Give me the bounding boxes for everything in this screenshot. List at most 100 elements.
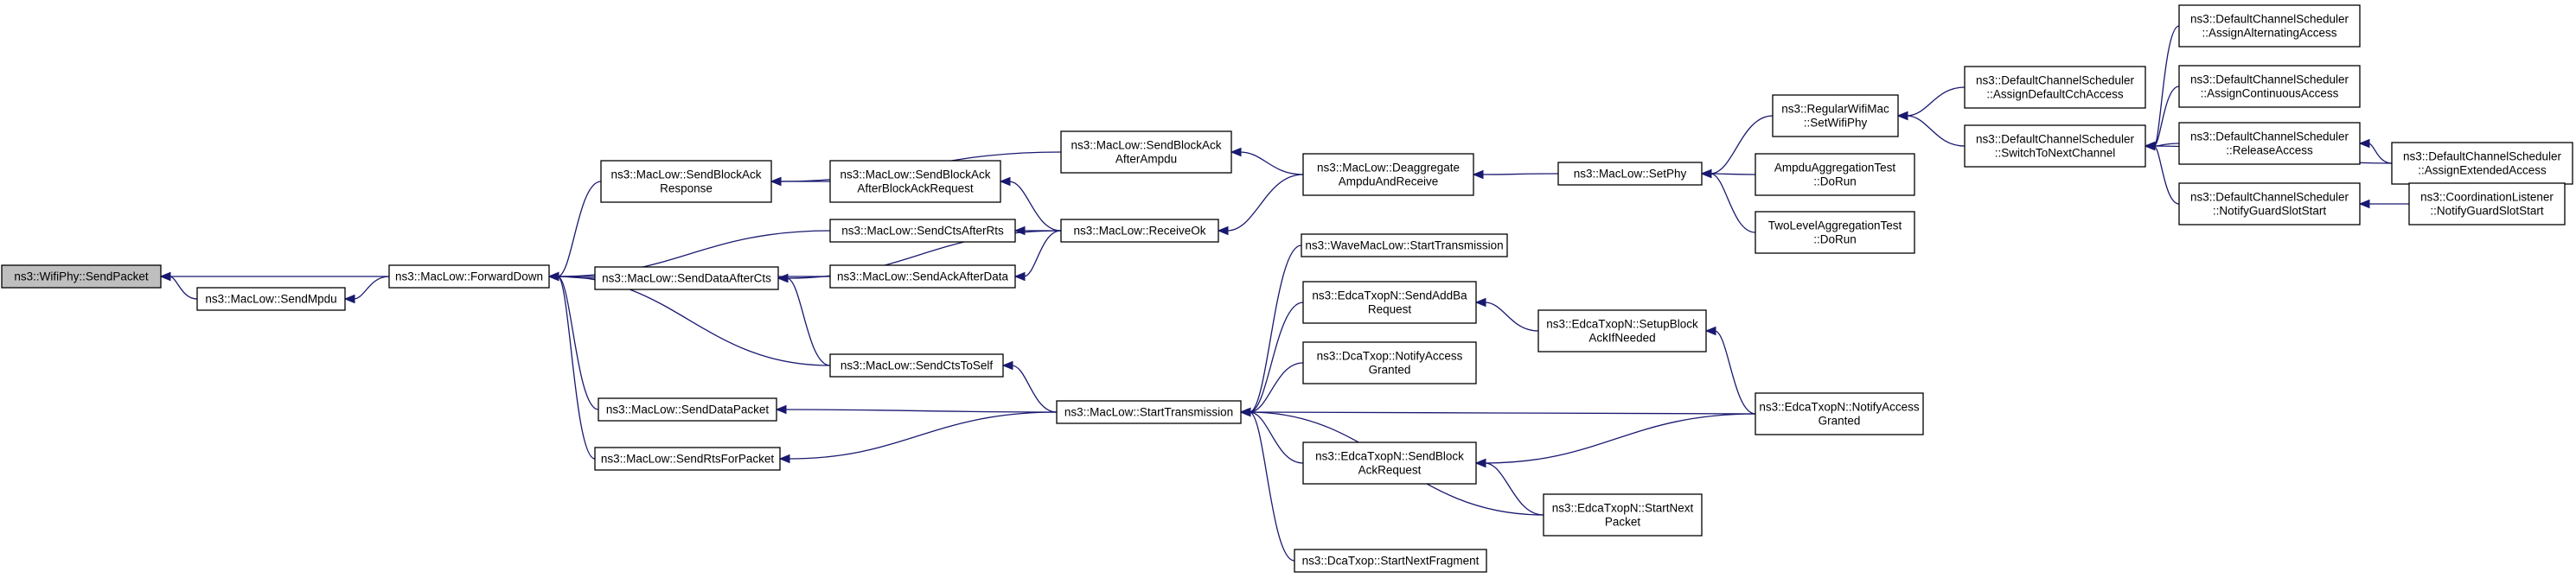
node-box	[598, 397, 777, 422]
node-box	[1302, 341, 1477, 384]
node-wavemaclow-starttransmission[interactable]: ns3::WaveMacLow::StartTransmission	[1301, 233, 1508, 257]
node-label: ns3::MacLow::SendBlockAck	[1071, 139, 1221, 152]
edge-ampduaggregationtest-dorun-to-maclow-setphy	[1710, 173, 1756, 175]
node-label: ns3::DefaultChannelScheduler	[2403, 150, 2562, 163]
node-box	[829, 160, 1001, 203]
node-coordinationlistener-notifyguardslotstart[interactable]: ns3::CoordinationListener::NotifyGuardSl…	[2408, 182, 2566, 225]
edge-dcs-assigncontinuousaccess-to-dcs-switchtonextchannel	[2153, 86, 2180, 147]
node-label: ns3::EdcaTxopN::NotifyAccess	[1759, 401, 1920, 414]
node-label: ns3::WifiPhy::SendPacket	[14, 270, 149, 283]
node-maclow-sendrtsforpacket[interactable]: ns3::MacLow::SendRtsForPacket	[594, 447, 781, 471]
node-label: AfterAmpdu	[1115, 153, 1177, 166]
edge-maclow-sendrtsforpacket-to-maclow-forwarddown	[557, 276, 596, 460]
arrowhead	[1896, 111, 1908, 121]
edge-maclow-starttransmission-to-maclow-senddatapacket	[784, 409, 1058, 413]
node-box	[1302, 441, 1477, 485]
node-box	[1537, 309, 1707, 353]
edge-edcatxopn-setupblockackifneeded-to-edcatxopn-sendaddbarequest	[1484, 302, 1539, 332]
edge-dcs-switchtonextchannel-to-regularwifimac-setwifiphy	[1906, 115, 1966, 147]
node-box	[1772, 94, 1899, 137]
node-label: ::DoRun	[1813, 233, 1857, 246]
node-box	[1964, 124, 2146, 168]
node-box	[594, 266, 779, 290]
node-dcs-assigndefaultcchaccess[interactable]: ns3::DefaultChannelScheduler::AssignDefa…	[1964, 66, 2146, 109]
node-label: ns3::WaveMacLow::StartTransmission	[1305, 239, 1503, 252]
node-maclow-senddatapacket[interactable]: ns3::MacLow::SendDataPacket	[598, 397, 777, 422]
node-label: ::SetWifiPhy	[1804, 117, 1868, 130]
node-dcs-assignalternatingaccess[interactable]: ns3::DefaultChannelScheduler::AssignAlte…	[2178, 4, 2361, 48]
node-dcs-assignextendedaccess[interactable]: ns3::DefaultChannelScheduler::AssignExte…	[2391, 142, 2573, 185]
node-regularwifimac-setwifiphy[interactable]: ns3::RegularWifiMac::SetWifiPhy	[1772, 94, 1899, 137]
node-label: ns3::MacLow::SendAckAfterData	[837, 270, 1009, 283]
node-twolevelaggregationtest-dorun[interactable]: TwoLevelAggregationTest::DoRun	[1755, 211, 1915, 254]
node-layer: ns3::WifiPhy::SendPacketns3::MacLow::Sen…	[1, 4, 2573, 573]
node-box	[1056, 400, 1242, 424]
node-maclow-starttransmission[interactable]: ns3::MacLow::StartTransmission	[1056, 400, 1242, 424]
arrowhead	[1230, 147, 1242, 157]
arrowhead	[1472, 169, 1484, 180]
node-label: Granted	[1369, 364, 1411, 377]
node-label: ns3::DefaultChannelScheduler	[2190, 130, 2349, 143]
node-maclow-sendctsafterrts[interactable]: ns3::MacLow::SendCtsAfterRts	[829, 219, 1016, 243]
node-maclow-forwarddown[interactable]: ns3::MacLow::ForwardDown	[388, 264, 550, 289]
node-label: Response	[660, 182, 713, 195]
node-box	[1755, 392, 1924, 435]
edge-maclow-senddatapacket-to-maclow-forwarddown	[557, 276, 599, 410]
node-label: ns3::MacLow::SendCtsAfterRts	[841, 225, 1004, 238]
node-label: ::ReleaseAccess	[2226, 144, 2313, 157]
node-ampduaggregationtest-dorun[interactable]: AmpduAggregationTest::DoRun	[1755, 153, 1915, 196]
node-label: ns3::MacLow::SendCtsToSelf	[841, 359, 994, 372]
node-dcs-switchtonextchannel[interactable]: ns3::DefaultChannelScheduler::SwitchToNe…	[1964, 124, 2146, 168]
node-maclow-sendmpdu[interactable]: ns3::MacLow::SendMpdu	[196, 287, 346, 311]
node-label: Request	[1368, 303, 1412, 316]
node-label: TwoLevelAggregationTest	[1768, 219, 1902, 232]
node-box	[829, 264, 1016, 289]
edge-dcs-assignextendedaccess-to-dcs-releaseaccess	[2368, 143, 2393, 164]
node-dcatxop-startnextfragment[interactable]: ns3::DcaTxop::StartNextFragment	[1294, 549, 1487, 573]
node-label: ns3::DefaultChannelScheduler	[2190, 73, 2349, 86]
node-maclow-sendctstoself[interactable]: ns3::MacLow::SendCtsToSelf	[829, 353, 1004, 378]
node-maclow-receiveok[interactable]: ns3::MacLow::ReceiveOk	[1060, 219, 1219, 243]
edge-edcatxopn-startnextpacket-to-edcatxopn-sendblockackrequest	[1484, 462, 1544, 516]
node-maclow-sendackafterdata[interactable]: ns3::MacLow::SendAckAfterData	[829, 264, 1016, 289]
node-label: AckIfNeeded	[1588, 332, 1655, 345]
node-label: AckRequest	[1358, 464, 1422, 477]
arrowhead	[1001, 360, 1013, 371]
node-wifiphy-sendpacket[interactable]: ns3::WifiPhy::SendPacket	[1, 264, 162, 289]
arrowhead	[1704, 326, 1716, 336]
node-label: ns3::MacLow::SendRtsForPacket	[601, 453, 775, 466]
node-dcs-assigncontinuousaccess[interactable]: ns3::DefaultChannelScheduler::AssignCont…	[2178, 65, 2361, 108]
node-maclow-sendblockackafterblockackrequest[interactable]: ns3::MacLow::SendBlockAckAfterBlockAckRe…	[829, 160, 1001, 203]
node-box	[1294, 549, 1487, 573]
node-label: ::AssignAlternatingAccess	[2202, 27, 2336, 40]
node-label: ns3::MacLow::SendDataPacket	[606, 403, 770, 416]
node-label: ::NotifyGuardSlotStart	[2213, 205, 2327, 218]
node-dcs-notifyguardslotstart[interactable]: ns3::DefaultChannelScheduler::NotifyGuar…	[2178, 182, 2361, 225]
node-label: ns3::DefaultChannelScheduler	[1976, 133, 2135, 146]
node-dcs-releaseaccess[interactable]: ns3::DefaultChannelScheduler::ReleaseAcc…	[2178, 122, 2361, 165]
node-label: ns3::EdcaTxopN::SendAddBa	[1312, 289, 1467, 302]
node-box	[600, 160, 772, 203]
arrowhead	[775, 404, 787, 415]
edge-edcatxopn-sendaddbarequest-to-maclow-starttransmission	[1249, 302, 1304, 413]
edge-edcatxopn-notifyaccessgranted-to-maclow-starttransmission	[1249, 411, 1756, 415]
node-label: ::AssignDefaultCchAccess	[1986, 88, 2124, 101]
node-label: ns3::MacLow::StartTransmission	[1064, 406, 1233, 419]
node-label: ::SwitchToNextChannel	[1995, 147, 2116, 160]
node-label: ns3::CoordinationListener	[2420, 191, 2554, 204]
edge-maclow-setphy-to-maclow-deaggregate	[1481, 173, 1559, 175]
arrowhead	[1217, 225, 1229, 236]
node-maclow-senddataafterccts[interactable]: ns3::MacLow::SendDataAfterCts	[594, 266, 779, 290]
edge-maclow-deaggregate-to-maclow-sendblockackafterampdu	[1239, 151, 1304, 175]
node-maclow-setphy[interactable]: ns3::MacLow::SetPhy	[1557, 162, 1703, 186]
